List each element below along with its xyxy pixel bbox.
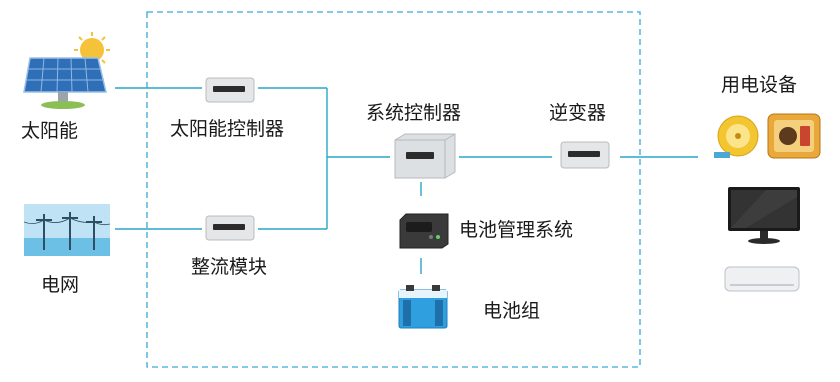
module-box-icon [560, 141, 610, 169]
controller-box-icon [394, 133, 456, 179]
inverter-label: 逆变器 [549, 102, 607, 124]
system-controller-label: 系统控制器 [366, 102, 462, 124]
loads-label: 用电设备 [721, 74, 798, 96]
solar-panel-icon [23, 32, 110, 109]
power-grid-icon [24, 204, 110, 256]
fan-heater-icon [714, 115, 759, 158]
solar-label: 太阳能 [21, 120, 79, 142]
radio-icon [767, 113, 821, 159]
bms-label: 电池管理系统 [459, 219, 574, 241]
grid-label: 电网 [41, 274, 80, 296]
bms-device-icon [399, 213, 449, 249]
rectifier-label: 整流模块 [191, 256, 268, 278]
battery-label: 电池组 [483, 300, 541, 322]
monitor-icon [728, 187, 800, 244]
system-boundary [146, 11, 641, 368]
battery-pack-icon [398, 285, 448, 329]
module-box-icon [205, 215, 255, 241]
air-conditioner-icon [724, 266, 800, 292]
solar-controller-label: 太阳能控制器 [170, 118, 285, 140]
module-box-icon [205, 77, 255, 103]
